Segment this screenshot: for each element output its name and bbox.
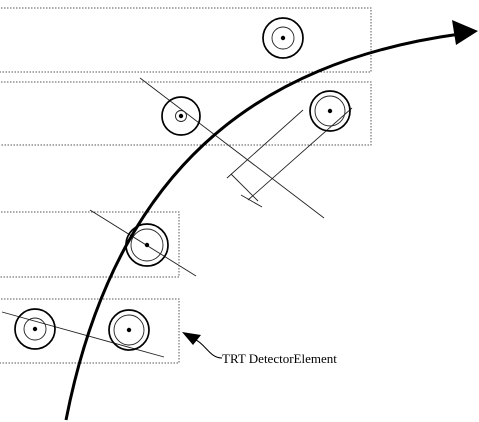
straw-tube-5 xyxy=(14,308,56,350)
distance-tick-2 xyxy=(240,194,263,208)
detector-element-label: TRT DetectorElement xyxy=(222,351,337,366)
track-arrowhead-icon xyxy=(452,20,478,45)
straw-tube-4 xyxy=(125,223,169,267)
detector-element-box-1 xyxy=(0,7,372,73)
particle-track xyxy=(64,32,461,421)
straw-tube-6 xyxy=(108,309,150,351)
leader-arrowhead-icon xyxy=(182,332,201,345)
straw-tube-3 xyxy=(309,90,351,132)
construction-line-2 xyxy=(226,109,304,179)
detector-element-box-2 xyxy=(0,81,372,146)
detector-element-box-3 xyxy=(0,211,180,278)
construction-line-3 xyxy=(247,107,353,201)
label-leader-line xyxy=(195,339,223,359)
detector-element-box-4 xyxy=(0,298,180,364)
construction-line-4 xyxy=(89,209,197,277)
straw-tube-2 xyxy=(161,96,201,136)
straw-tube-1 xyxy=(262,17,304,59)
construction-line-1 xyxy=(139,77,325,219)
distance-tick-1 xyxy=(230,173,259,202)
